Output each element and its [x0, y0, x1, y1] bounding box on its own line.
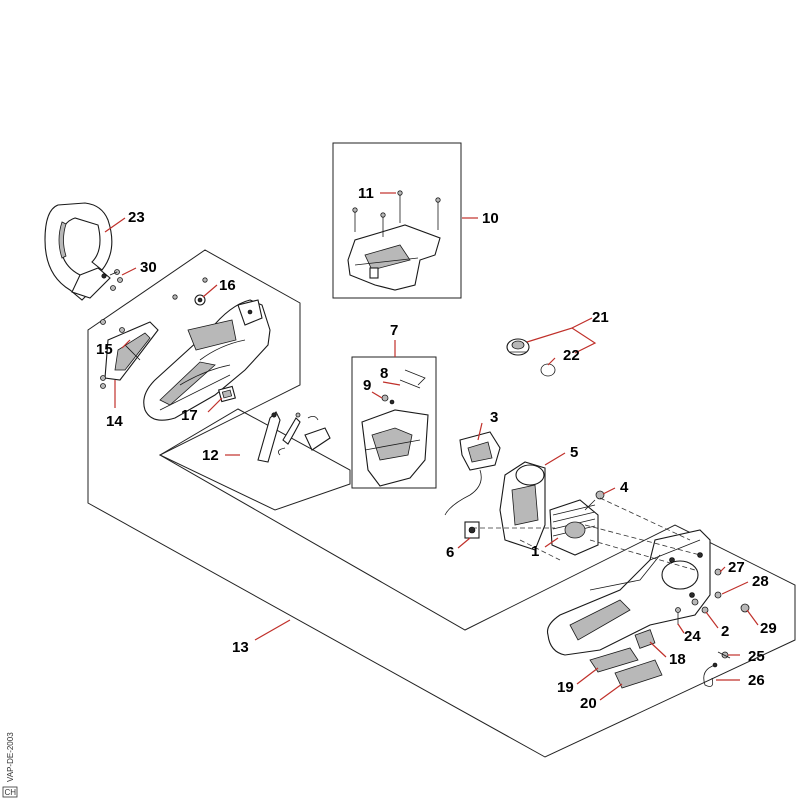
frame-crankcase-group-13 [87, 249, 796, 758]
frame-group-7 [351, 356, 437, 489]
callout-24: 24 [684, 628, 701, 645]
callout-15: 15 [96, 341, 113, 358]
callout-13: 13 [232, 639, 249, 656]
callout-10: 10 [482, 210, 499, 227]
screw-part-28 [714, 591, 722, 599]
callout-30: 30 [140, 259, 157, 276]
callout-21: 21 [592, 309, 609, 326]
frame-group-10 [332, 142, 462, 299]
callout-18: 18 [669, 651, 686, 668]
spark-plug-part-4 [584, 490, 605, 511]
callout-12: 12 [202, 447, 219, 464]
callout-23: 23 [128, 209, 145, 226]
document-code: VAP-DE-2003 [6, 732, 15, 782]
footer-badge: CH [5, 788, 17, 797]
pad-part-20 [614, 659, 663, 689]
callout-16: 16 [219, 277, 236, 294]
callout-27: 27 [728, 559, 745, 576]
pad-part-18 [634, 629, 656, 649]
callout-3: 3 [490, 409, 498, 426]
callout-29: 29 [760, 620, 777, 637]
callout-7: 7 [390, 322, 398, 339]
callout-2: 2 [721, 623, 729, 640]
rear-handle-housing [143, 299, 271, 421]
wire-part-26 [703, 662, 718, 687]
ignition-module-part-3 [444, 431, 501, 516]
callout-4: 4 [620, 479, 629, 496]
callout-25: 25 [748, 648, 765, 665]
pad-part-19 [589, 647, 639, 673]
crankcase-part-13 [546, 529, 711, 656]
shroud-part-7 [361, 409, 429, 487]
screw-part-24 [675, 607, 681, 625]
callout-22: 22 [563, 347, 580, 364]
screws-part-30 [109, 269, 123, 291]
front-handle-part-23 [44, 202, 113, 301]
callout-labels: 23 30 16 15 14 17 12 11 10 7 8 9 3 5 4 6… [96, 185, 777, 712]
callout-11: 11 [358, 185, 374, 202]
callout-9: 9 [363, 377, 371, 394]
callout-8: 8 [380, 365, 388, 382]
cylinder-part-1 [549, 499, 599, 556]
callout-6: 6 [446, 544, 454, 561]
footer-badge-box [2, 786, 18, 798]
cylinder-cover-part-5 [499, 461, 546, 551]
leader-lines [104, 192, 759, 701]
callout-5: 5 [570, 444, 578, 461]
footer-code: VAP-DE-2003 CH [2, 732, 18, 798]
screw-part-9 [381, 394, 395, 405]
callout-14: 14 [106, 413, 123, 430]
o-ring-part-22 [540, 363, 556, 377]
callout-19: 19 [557, 679, 574, 696]
trigger-parts-12 [257, 411, 331, 463]
callout-28: 28 [752, 573, 769, 590]
callout-26: 26 [748, 672, 765, 689]
screws-part-15 [100, 319, 125, 389]
plug-part-27 [714, 568, 722, 576]
sensor-part-6 [464, 521, 480, 539]
frame-group-12 [158, 408, 351, 511]
callout-20: 20 [580, 695, 597, 712]
screws-part-2 [691, 598, 709, 614]
callout-1: 1 [531, 543, 539, 560]
callout-17: 17 [181, 407, 198, 424]
top-cover-part-10 [347, 224, 441, 291]
filter-part-17 [218, 385, 236, 403]
pin-part-8 [399, 369, 426, 389]
alignment-lines [472, 497, 701, 571]
cover-part-14 [104, 321, 159, 381]
fuel-cap-part-21 [506, 338, 530, 356]
gasket-part-16 [172, 277, 208, 306]
screws-part-11 [352, 190, 441, 237]
